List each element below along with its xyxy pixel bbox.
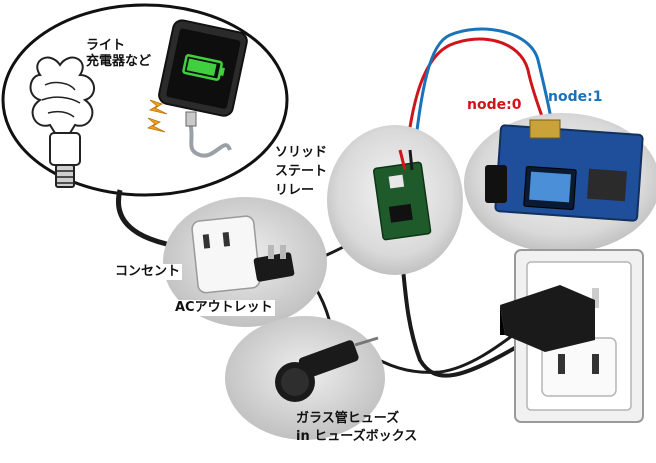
charger-cable — [188, 121, 232, 158]
spark-icon — [146, 99, 168, 133]
label-light-charger: ライト 充電器など — [86, 38, 151, 70]
bulb-icon — [29, 56, 95, 188]
label-relay-line2: ステート — [275, 164, 328, 179]
board-photo — [464, 113, 656, 253]
label-light-line1: ライト — [86, 38, 126, 53]
label-fuse-line1: ガラス管ヒューズ — [296, 411, 400, 426]
label-fuse-line2: in ヒューズボックス — [296, 429, 418, 444]
label-relay: ソリッド ステート リレー — [275, 143, 327, 200]
label-ac-outlet: ACアウトレット — [173, 300, 275, 316]
fuse-photo — [225, 316, 385, 440]
wall-outlet-icon — [500, 249, 644, 423]
wire-red — [403, 37, 547, 166]
label-relay-line3: リレー — [275, 183, 315, 198]
wire-fuse-to-wallplug — [359, 328, 521, 374]
label-fuse: ガラス管ヒューズ in ヒューズボックス — [296, 410, 417, 446]
label-light-line2: 充電器など — [86, 54, 152, 69]
label-node0: node:0 — [467, 97, 522, 113]
outlet-photo — [163, 197, 327, 327]
phone-icon — [158, 19, 248, 117]
wire-blue — [410, 27, 554, 169]
label-consent: コンセント — [113, 264, 183, 280]
wire-relay-to-wallplug — [398, 239, 522, 378]
relay-photo — [327, 125, 463, 275]
label-node1: node:1 — [548, 89, 603, 105]
label-relay-line1: ソリッド — [275, 145, 328, 160]
